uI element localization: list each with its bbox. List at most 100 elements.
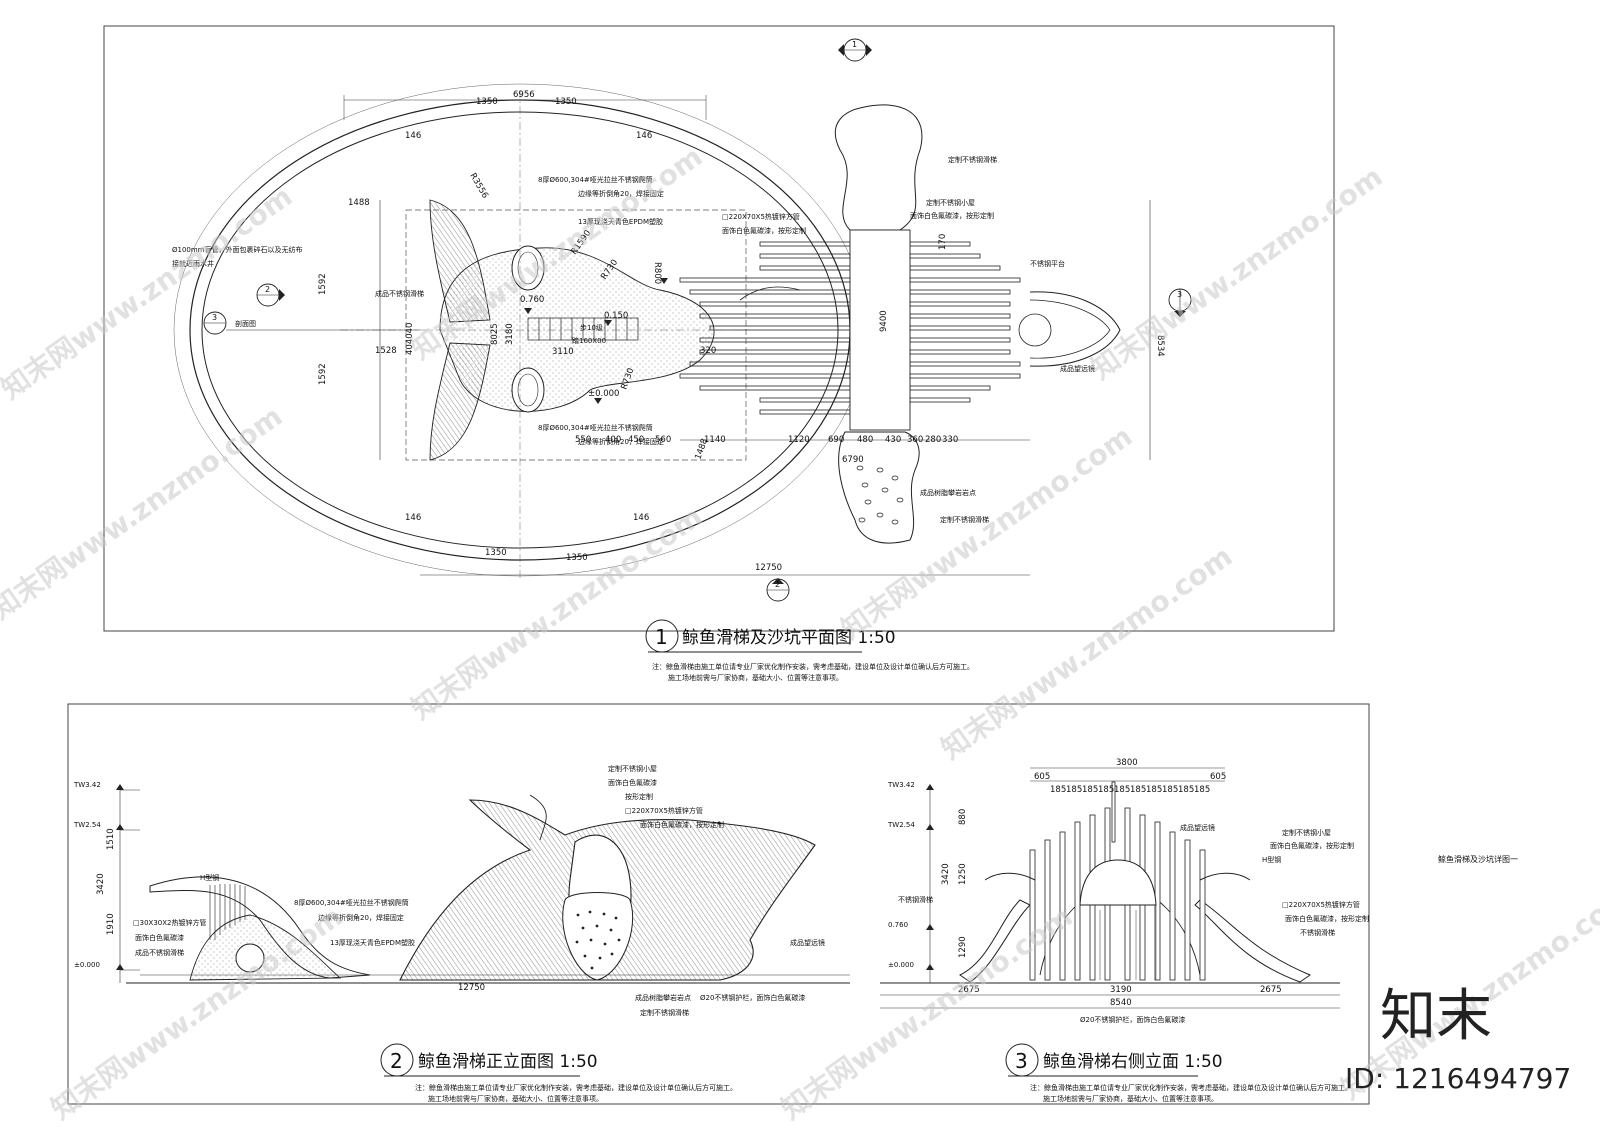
tail-fin-top <box>429 199 491 323</box>
dim-arc-2: 1488 <box>348 198 370 208</box>
callout-bottom: 2 <box>766 578 790 602</box>
front-mound <box>189 914 342 981</box>
side-dim-left-1: 880 <box>958 809 968 825</box>
front-label-square-tube: □30X30X2热镀锌方管 <box>133 918 206 927</box>
front-level-3: ±0.000 <box>74 961 100 969</box>
front-label-paint: 面饰白色氟碳漆 <box>135 933 184 942</box>
label-house-paint: 面饰白色氟碳漆，按形定制 <box>910 211 994 220</box>
dim-r800: R800 <box>652 262 662 284</box>
label-pipe2: 接就近雨水井 <box>172 259 214 268</box>
front-dim-3: 1910 <box>106 913 116 935</box>
callout-right: 3 <box>1168 288 1192 317</box>
dim-170: 170 <box>938 234 948 250</box>
dim-row-9: 430 <box>885 435 901 445</box>
front-label-steel-slide: 成品不锈钢滑梯 <box>135 948 184 957</box>
side-dim-row-4: 185 <box>1082 785 1098 795</box>
level-marker-0150 <box>604 320 612 326</box>
front-label-tube-paint: 面饰白色氟碳漆，按形定制 <box>640 820 724 829</box>
dim-bottom-146-a: 146 <box>405 513 421 523</box>
front-label-pipe2: 边缘等折倒角20，焊接固定 <box>318 913 404 922</box>
front-label-house-paint2: 按形定制 <box>625 792 653 801</box>
dim-left-2: 1592 <box>318 363 328 385</box>
side-dim-left-4: 1290 <box>958 936 968 958</box>
side-note-2: 施工场地前需与厂家协商，基础大小、位置等注意事项。 <box>1043 1094 1218 1103</box>
crawl-tube-bottom <box>511 367 545 413</box>
front-label-custom-slide: 定制不锈钢滑梯 <box>640 1008 689 1017</box>
label-epdm: 13厚现浇天青色EPDM塑胶 <box>578 217 663 226</box>
dim-top-3: 1350 <box>555 97 577 107</box>
front-label-epdm: 13厚现浇天青色EPDM塑胶 <box>330 938 415 947</box>
side-title: 鲸鱼滑梯右侧立面 1:50 <box>1043 1052 1223 1072</box>
front-elevation: TW3.42 TW2.54 ±0.000 1510 3420 1910 1275… <box>73 764 850 1103</box>
dim-bottom-1488: 1488 <box>693 437 710 461</box>
dim-row-6: 1120 <box>788 435 810 445</box>
front-label-pipe: 8厚Ø600,304#哑光拉丝不锈钢爬筒 <box>294 898 409 907</box>
front-small-slide-posts <box>209 884 246 940</box>
lvl-0000: ±0.000 <box>588 389 619 399</box>
front-label-house-paint: 面饰白色氟碳漆 <box>608 778 657 787</box>
label-pipe-top2: 边缘等折倒角20，焊接固定 <box>578 189 664 198</box>
custom-slide-bottom <box>838 431 920 544</box>
dim-row-2: 400 <box>605 435 621 445</box>
side-level-1: TW3.42 <box>887 781 915 789</box>
side-right-slide <box>1194 899 1312 983</box>
callout-left2: 3 剖面图 <box>203 311 420 335</box>
dim-3180: 3180 <box>505 323 515 345</box>
side-dim-row-7: 185 <box>1130 785 1146 795</box>
level-marker-0760 <box>524 308 532 314</box>
side-dim-row-1: 605 <box>1034 772 1050 782</box>
side-dim-bottom-3: 2675 <box>1260 985 1282 995</box>
crawl-tube-top-in <box>517 251 539 285</box>
side-label-telescope: 成品望远镜 <box>1180 823 1215 832</box>
side-dim-bottom-2: 3190 <box>1110 985 1132 995</box>
label-platform: 不锈钢平台 <box>1030 259 1065 268</box>
dim-row-1: 550 <box>575 435 591 445</box>
side-label-house: 定制不锈钢小屋 <box>1282 828 1331 837</box>
dim-top-2: 6956 <box>513 90 535 100</box>
side-house <box>1079 859 1157 906</box>
front-dim-1: 1510 <box>106 828 116 850</box>
front-label-hsteel: H型钢 <box>200 873 219 882</box>
front-climb-wall <box>562 892 634 981</box>
lvl-0760: 0.760 <box>520 295 544 305</box>
side-label-slide2: 不锈钢滑梯 <box>1300 928 1335 937</box>
watermark-1: 知末网www.znzmo.com <box>0 180 298 406</box>
watermark-7: 知末网www.znzmo.com <box>935 540 1238 766</box>
label-telescope: 成品望远镜 <box>1060 364 1095 373</box>
plan-note-1: 注：鲸鱼滑梯由施工单位请专业厂家优化制作安装，需考虑基础，建设单位及设计单位确认… <box>652 662 974 671</box>
side-title-number: 3 <box>1015 1049 1028 1073</box>
dim-row-11: 280 <box>925 435 941 445</box>
side-label-rail: Ø20不锈钢护栏，面饰白色氟碳漆 <box>1080 1015 1185 1024</box>
callout-top: 1 <box>838 38 872 62</box>
front-title-number: 2 <box>390 1049 403 1073</box>
climb-holds-plan <box>856 465 904 525</box>
front-level-2: TW2.54 <box>73 821 101 829</box>
front-label-climb: 成品树脂攀岩岩点 <box>635 993 691 1002</box>
side-label-hsteel: H型钢 <box>1262 855 1281 864</box>
side-hsteel-left <box>984 872 1036 881</box>
side-elevation: TW3.42 TW2.54 0.760 ±0.000 3800 605 185 … <box>880 758 1369 1103</box>
watermark-6: 知末网www.znzmo.com <box>1085 160 1388 386</box>
callout-left2-number: 3 <box>212 313 217 322</box>
side-dim-row-10: 185 <box>1178 785 1194 795</box>
side-label-tube: □220X70X5热镀锌方管 <box>1282 900 1360 909</box>
label-step-size: 踏160X00 <box>572 336 606 345</box>
side-hsteel-right <box>1199 872 1251 881</box>
front-level-1: TW3.42 <box>73 781 101 789</box>
stairs <box>527 317 639 341</box>
side-dim-row-5: 185 <box>1098 785 1114 795</box>
dim-left-1: 1592 <box>318 273 328 295</box>
brand-id: ID: 1216494797 <box>1345 1062 1571 1095</box>
callout-top-number: 1 <box>852 40 857 49</box>
sheet-title: 鲸鱼滑梯及沙坑详图一 <box>1438 854 1518 864</box>
side-level-4: ±0.000 <box>888 961 914 969</box>
side-note-1: 注：鲸鱼滑梯由施工单位请专业厂家优化制作安装，需考虑基础，建设单位及设计单位确认… <box>1030 1083 1352 1092</box>
dim-row-3: 450 <box>628 435 644 445</box>
dim-6790: 6790 <box>842 455 864 465</box>
dim-bottom-1350-a: 1350 <box>485 548 507 558</box>
side-label-slide: 不锈钢滑梯 <box>898 895 933 904</box>
plan-dashed-rect <box>405 209 747 461</box>
front-label-tube: □220X70X5热镀锌方管 <box>625 806 703 815</box>
side-dim-row-2: 185 <box>1050 785 1066 795</box>
